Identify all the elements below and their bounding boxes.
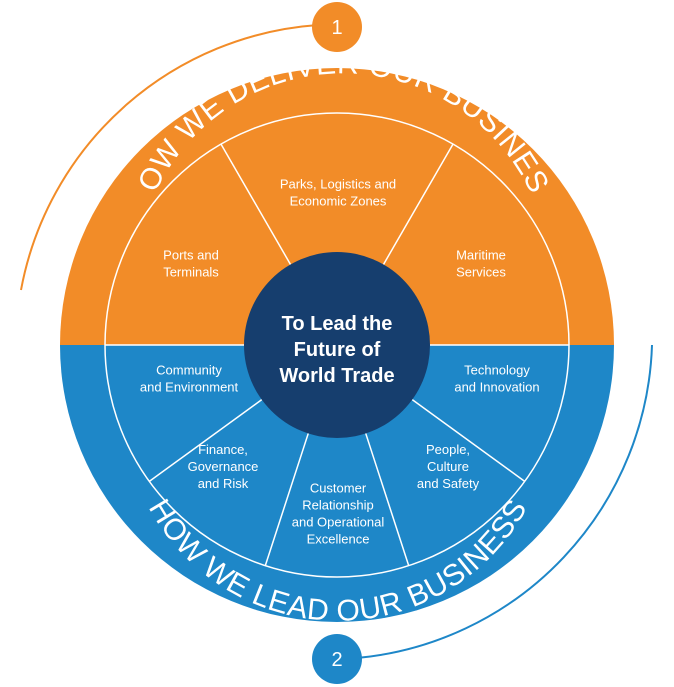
segment-divider bbox=[382, 143, 454, 265]
segment-label-bottom-3-line: Customer bbox=[310, 481, 367, 496]
segment-label-bottom-2-line: and Risk bbox=[198, 476, 249, 491]
segment-divider bbox=[264, 433, 309, 566]
badge-2-label: 2 bbox=[331, 649, 342, 671]
segment-label-top-3-line: Maritime bbox=[456, 248, 506, 263]
segment-label-top-1-line: Terminals bbox=[163, 265, 219, 280]
segment-label-bottom-3-line: and Operational bbox=[292, 515, 385, 530]
segment-divider bbox=[220, 143, 292, 265]
segment-divider bbox=[365, 433, 410, 566]
center-label-line: To Lead the bbox=[282, 313, 393, 335]
segment-label-top-2-line: Economic Zones bbox=[290, 194, 387, 209]
center-disc bbox=[244, 252, 430, 438]
bottom-half-disc bbox=[60, 345, 614, 622]
segment-label-bottom-2-line: Governance bbox=[188, 459, 259, 474]
segment-label-bottom-4-line: People, bbox=[426, 442, 470, 457]
badge-1-circle bbox=[312, 2, 362, 52]
segment-label-bottom-2: Finance, Governance and Risk bbox=[188, 442, 259, 491]
segment-label-top-1-line: Ports and bbox=[163, 248, 219, 263]
outer-arc-bottom bbox=[356, 344, 653, 659]
segment-label-bottom-1: Community and Environment bbox=[140, 363, 239, 395]
outer-arc-top bbox=[20, 24, 319, 291]
segment-divider bbox=[411, 399, 526, 482]
segment-label-bottom-5-line: and Innovation bbox=[454, 380, 539, 395]
top-half-disc bbox=[60, 68, 614, 345]
segment-label-bottom-3-line: Excellence bbox=[307, 532, 370, 547]
segment-label-bottom-5-line: Technology bbox=[464, 363, 530, 378]
segment-label-bottom-3-line: Relationship bbox=[302, 498, 374, 513]
segment-label-top-3-line: Services bbox=[456, 265, 506, 280]
segment-label-bottom-4: People, Culture and Safety bbox=[417, 442, 480, 491]
segment-label-bottom-4-line: and Safety bbox=[417, 476, 480, 491]
segment-divider bbox=[148, 399, 263, 482]
badge-1: 1 bbox=[312, 2, 362, 52]
segment-label-bottom-4-line: Culture bbox=[427, 459, 469, 474]
center-label-line: Future of bbox=[294, 339, 381, 361]
center-label-line: World Trade bbox=[279, 365, 394, 387]
badge-2-circle bbox=[312, 634, 362, 684]
badge-2: 2 bbox=[312, 634, 362, 684]
segment-dividers bbox=[105, 143, 569, 566]
segment-label-bottom-1-line: Community bbox=[156, 363, 222, 378]
segment-label-top-2-line: Parks, Logistics and bbox=[280, 177, 396, 192]
segment-label-bottom-1-line: and Environment bbox=[140, 380, 239, 395]
segment-label-bottom-2-line: Finance, bbox=[198, 442, 248, 457]
badge-1-label: 1 bbox=[331, 17, 342, 39]
segment-label-bottom-5: Technology and Innovation bbox=[454, 363, 539, 395]
